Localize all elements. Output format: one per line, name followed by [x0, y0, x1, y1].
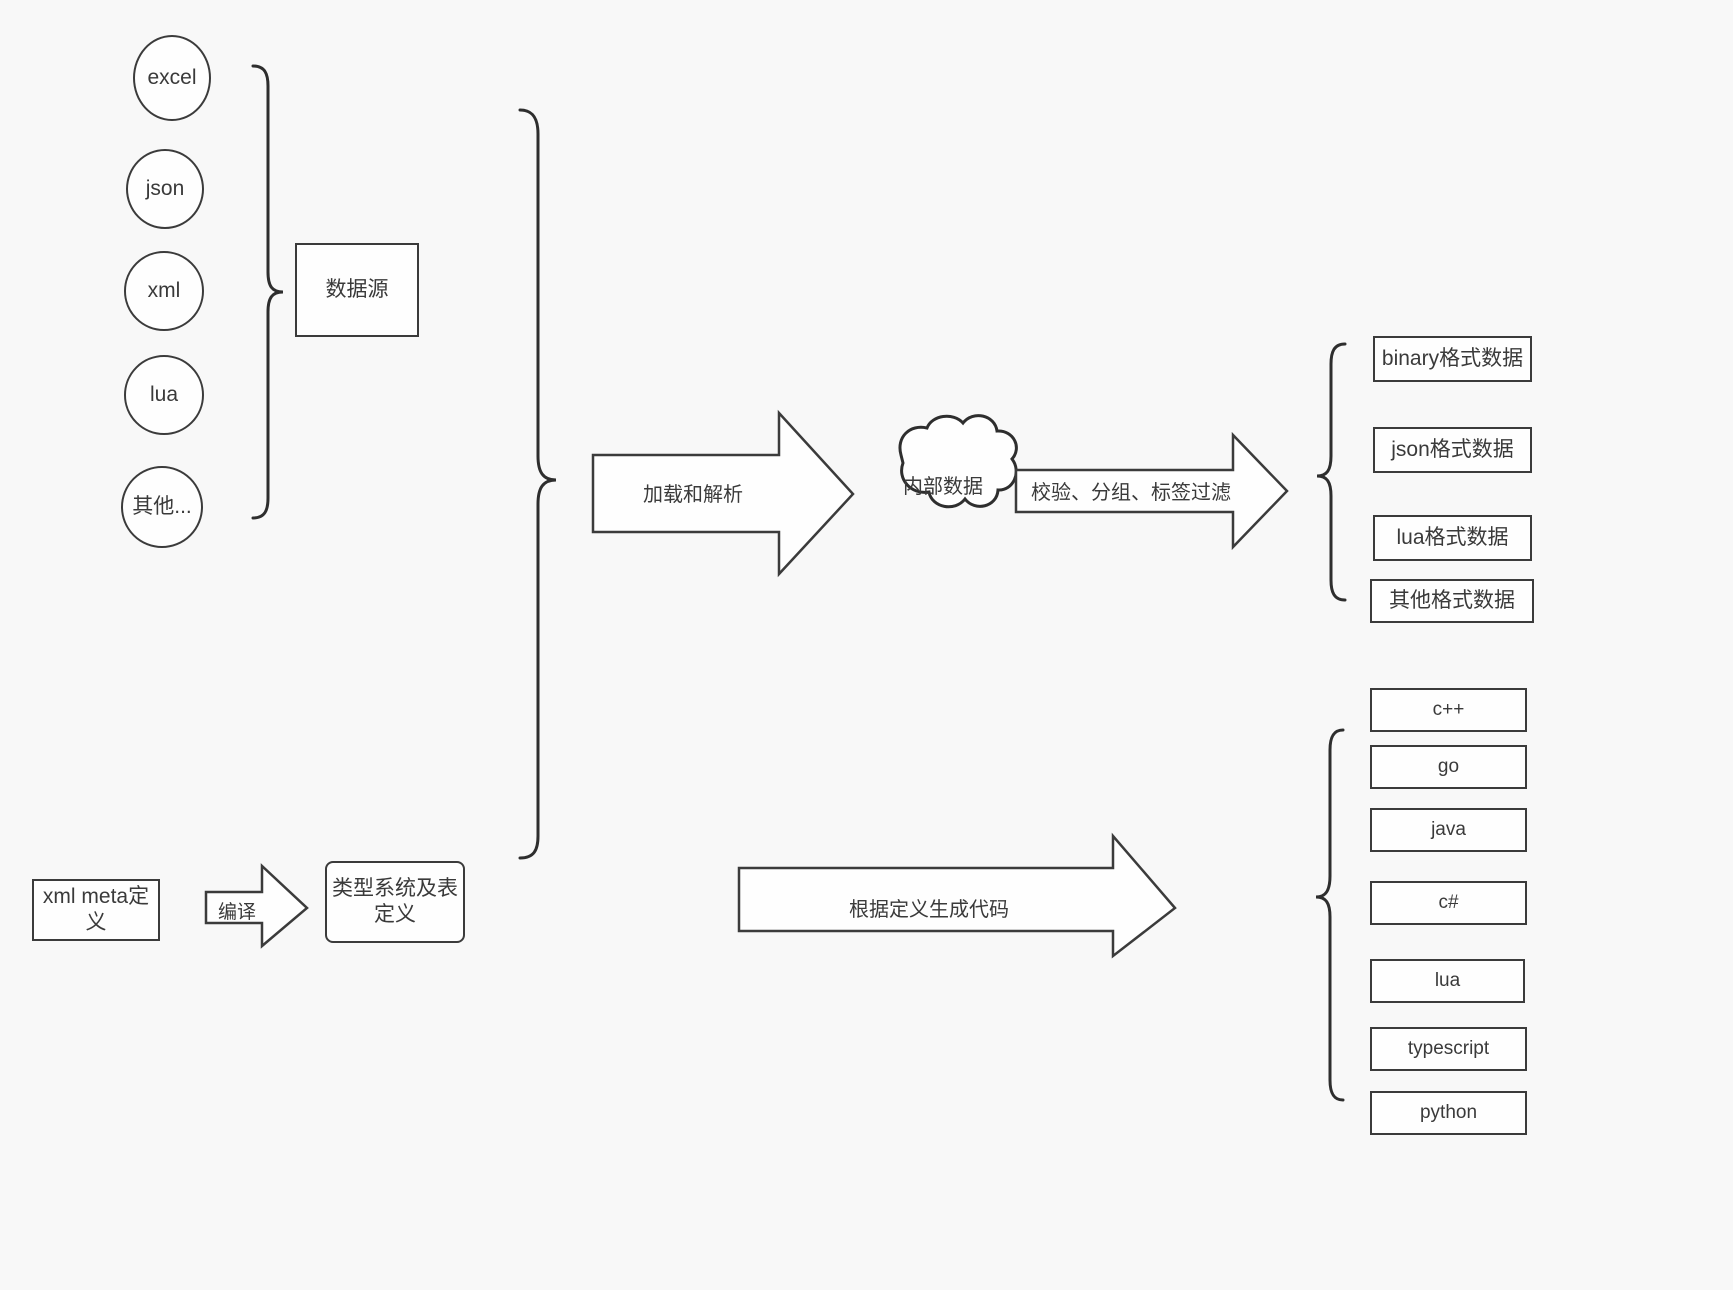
output-languages-brace: [1315, 728, 1345, 1102]
source-node-lua[interactable]: lua: [124, 355, 204, 435]
compile-arrow: [204, 863, 309, 949]
output-language-lua[interactable]: lua: [1370, 959, 1525, 1003]
source-node-label: excel: [147, 65, 197, 89]
output-format-lua[interactable]: lua格式数据: [1373, 515, 1532, 561]
main-input-brace: [518, 108, 557, 860]
output-language-go[interactable]: go: [1370, 745, 1527, 789]
source-node-label: lua: [149, 382, 179, 406]
output-language-python[interactable]: python: [1370, 1091, 1527, 1135]
output-format-other[interactable]: 其他格式数据: [1370, 579, 1534, 623]
output-language-typescript[interactable]: typescript: [1370, 1027, 1527, 1071]
output-language-label: python: [1419, 1102, 1478, 1124]
output-language-label: java: [1431, 819, 1466, 841]
load-parse-arrow: [591, 409, 855, 578]
xml-meta-definition-box[interactable]: xml meta定义: [32, 879, 160, 941]
output-language-label: c#: [1438, 892, 1459, 914]
output-format-json[interactable]: json格式数据: [1373, 427, 1532, 473]
source-node-json[interactable]: json: [126, 149, 204, 229]
data-source-box[interactable]: 数据源: [295, 243, 419, 337]
output-language-label: lua: [1434, 970, 1461, 992]
internal-data-cloud: [898, 414, 1018, 509]
output-language-label: typescript: [1407, 1038, 1490, 1060]
type-system-box[interactable]: 类型系统及表定义: [325, 861, 465, 943]
output-language-label: c++: [1432, 699, 1465, 721]
codegen-arrow: [737, 832, 1177, 959]
type-system-label: 类型系统及表定义: [332, 876, 458, 926]
output-format-label: binary格式数据: [1381, 346, 1524, 370]
source-node-label: 其他...: [132, 494, 192, 518]
filter-arrow: [1014, 431, 1289, 551]
source-node-excel[interactable]: excel: [133, 35, 211, 121]
output-language-label: go: [1437, 756, 1460, 778]
xml-meta-definition-label: xml meta定义: [42, 884, 150, 934]
output-format-binary[interactable]: binary格式数据: [1373, 336, 1532, 382]
output-language-cpp[interactable]: c++: [1370, 688, 1527, 732]
output-formats-brace: [1316, 342, 1347, 602]
source-node-xml[interactable]: xml: [124, 251, 204, 331]
data-source-label: 数据源: [325, 277, 389, 301]
sources-brace: [251, 64, 284, 520]
output-format-label: json格式数据: [1391, 437, 1514, 461]
output-format-label: 其他格式数据: [1389, 588, 1515, 612]
output-format-label: lua格式数据: [1396, 525, 1509, 549]
source-node-label: xml: [147, 278, 181, 302]
output-language-csharp[interactable]: c#: [1370, 881, 1527, 925]
output-language-java[interactable]: java: [1370, 808, 1527, 852]
source-node-other[interactable]: 其他...: [121, 466, 203, 548]
source-node-label: json: [145, 176, 185, 200]
